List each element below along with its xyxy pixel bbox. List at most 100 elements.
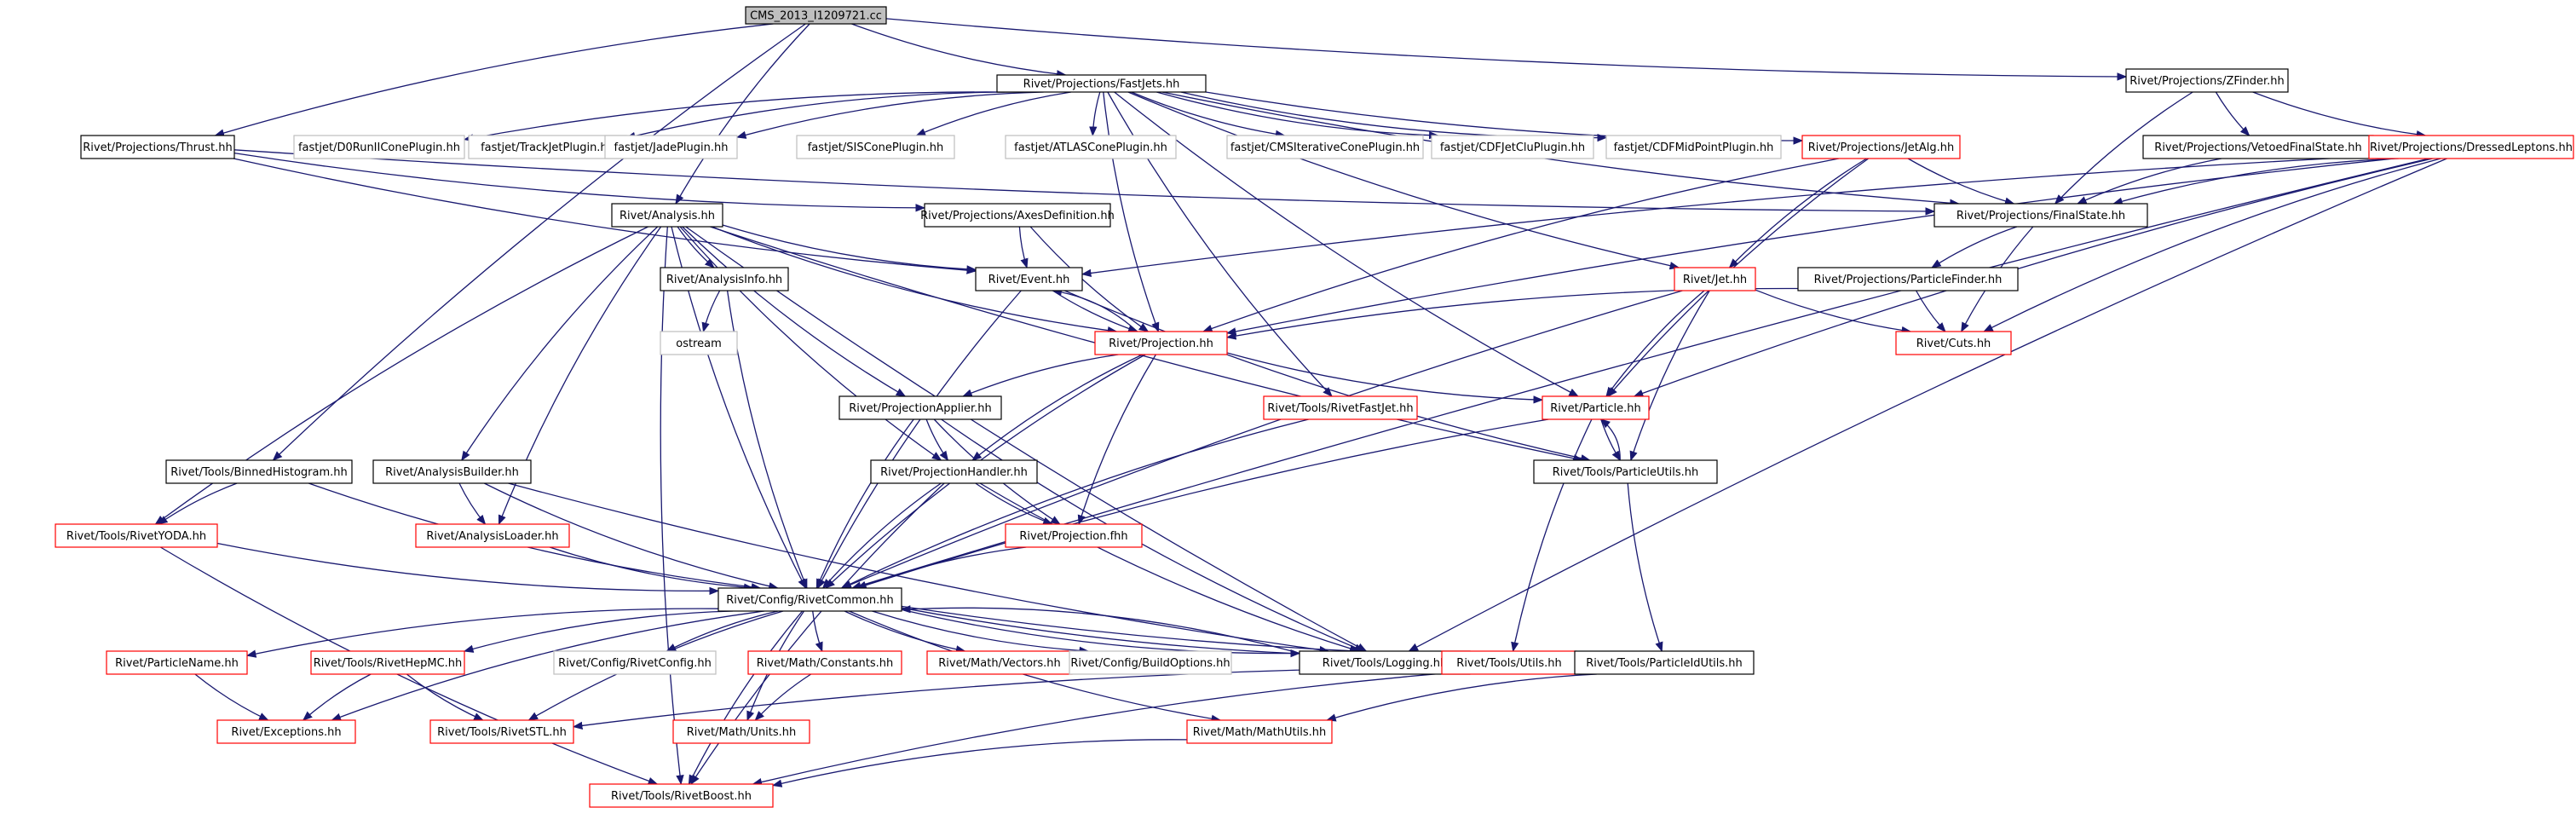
node-label-projfhh: Rivet/Projection.fhh	[1019, 530, 1127, 543]
node-particleutils[interactable]: Rivet/Tools/ParticleUtils.hh	[1533, 459, 1718, 484]
node-box-cuts	[1895, 331, 2012, 355]
edge-projapplier-to-projhandler	[925, 418, 949, 461]
node-rivetfastjet[interactable]: Rivet/Tools/RivetFastJet.hh	[1263, 395, 1418, 420]
edge-fastjets-to-d0run	[463, 91, 1005, 142]
node-box-ostream	[660, 331, 738, 355]
node-box-particlename	[106, 650, 248, 675]
node-axesdef[interactable]: Rivet/Projections/AxesDefinition.hh	[920, 203, 1115, 228]
edge-zfinder-to-dressed	[2252, 91, 2427, 139]
edge-rivetcommon-to-buildoptions	[872, 610, 1090, 655]
node-rivethepmc[interactable]: Rivet/Tools/RivetHepMC.hh	[310, 650, 465, 675]
node-box-analysisinfo	[660, 267, 789, 291]
edge-jetalg-to-jet	[1728, 158, 1867, 268]
edge-projection-to-projfhh	[1077, 354, 1156, 526]
node-cuts[interactable]: Rivet/Cuts.hh	[1895, 331, 2012, 355]
node-label-rivetyoda: Rivet/Tools/RivetYODA.hh	[66, 530, 206, 543]
edge-mathutils-to-rivetboost	[771, 739, 1188, 788]
edge-fastjets-to-cdfjetclu	[1156, 91, 1439, 140]
node-exceptions[interactable]: Rivet/Exceptions.hh	[216, 719, 356, 744]
node-analysisbuilder[interactable]: Rivet/AnalysisBuilder.hh	[372, 459, 532, 484]
node-vectors[interactable]: Rivet/Math/Vectors.hh	[926, 650, 1073, 675]
edge-rivetcommon-to-rivetconfig	[666, 610, 779, 652]
node-particleidutils[interactable]: Rivet/Tools/ParticleIdUtils.hh	[1574, 650, 1755, 675]
edge-rivetfastjet-to-rivetcommon	[840, 418, 1309, 589]
node-cdfmid: fastjet/CDFMidPointPlugin.hh	[1605, 135, 1782, 159]
node-label-cmsiter: fastjet/CMSIterativeConePlugin.hh	[1230, 141, 1420, 154]
node-projection[interactable]: Rivet/Projection.hh	[1094, 331, 1228, 355]
node-label-cdfjetclu: fastjet/CDFJetCluPlugin.hh	[1440, 141, 1585, 154]
node-fastjets[interactable]: Rivet/Projections/FastJets.hh	[996, 74, 1207, 93]
node-label-rivetfastjet: Rivet/Tools/RivetFastJet.hh	[1267, 402, 1413, 415]
node-zfinder[interactable]: Rivet/Projections/ZFinder.hh	[2125, 68, 2289, 93]
node-units[interactable]: Rivet/Math/Units.hh	[672, 719, 810, 744]
edge-particlefinder-to-projection	[1225, 287, 1799, 340]
node-finalstate[interactable]: Rivet/Projections/FinalState.hh	[1933, 203, 2148, 228]
edge-analysis-to-projapplier	[682, 226, 907, 397]
node-thrust[interactable]: Rivet/Projections/Thrust.hh	[80, 135, 235, 159]
node-label-event: Rivet/Event.hh	[988, 274, 1070, 286]
edge-thrust-to-axesdef	[233, 152, 926, 212]
node-root[interactable]: CMS_2013_I1209721.cc	[745, 6, 887, 25]
node-mathutils[interactable]: Rivet/Math/MathUtils.hh	[1186, 719, 1333, 744]
edge-rivetcommon-to-rivetboost	[688, 610, 804, 786]
node-ostream: ostream	[660, 331, 738, 355]
node-label-projapplier: Rivet/ProjectionApplier.hh	[849, 402, 991, 415]
edge-projfhh-to-rivetcommon	[856, 546, 1027, 589]
node-dressed[interactable]: Rivet/Projections/DressedLeptons.hh	[2368, 135, 2574, 159]
node-rivetcommon[interactable]: Rivet/Config/RivetCommon.hh	[717, 587, 902, 612]
edge-root-to-binnedhisto	[272, 23, 806, 461]
node-box-cdfjetclu	[1431, 135, 1594, 159]
node-jetalg[interactable]: Rivet/Projections/JetAlg.hh	[1801, 135, 1961, 159]
edge-binnedhisto-to-rivetcommon	[308, 482, 762, 591]
node-projhandler[interactable]: Rivet/ProjectionHandler.hh	[870, 459, 1038, 484]
node-rivetyoda[interactable]: Rivet/Tools/RivetYODA.hh	[55, 523, 218, 548]
node-cmsiter: fastjet/CMSIterativeConePlugin.hh	[1226, 135, 1424, 159]
edge-jetalg-to-finalstate	[1907, 158, 2015, 205]
edge-particlefinder-to-cuts	[1916, 290, 1946, 332]
node-vetoed[interactable]: Rivet/Projections/VetoedFinalState.hh	[2142, 135, 2374, 159]
node-label-analysisloader: Rivet/AnalysisLoader.hh	[426, 530, 558, 543]
edge-rivethepmc-to-exceptions	[302, 673, 372, 721]
node-rivetboost[interactable]: Rivet/Tools/RivetBoost.hh	[589, 783, 774, 808]
node-particle[interactable]: Rivet/Particle.hh	[1542, 395, 1650, 420]
edge-dressed-to-cuts	[1983, 158, 2441, 332]
node-box-rivetyoda	[55, 523, 218, 548]
node-box-rivetstl	[429, 719, 574, 744]
node-label-vectors: Rivet/Math/Vectors.hh	[938, 657, 1061, 670]
node-projapplier[interactable]: Rivet/ProjectionApplier.hh	[838, 395, 1002, 420]
edge-event-to-rivetcommon	[817, 290, 1022, 590]
edge-rivethepmc-to-rivetstl	[406, 673, 484, 721]
edge-jet-to-rivetcommon	[841, 290, 1683, 589]
node-analysis[interactable]: Rivet/Analysis.hh	[611, 203, 723, 228]
edge-constants-to-units	[754, 673, 812, 721]
node-label-root: CMS_2013_I1209721.cc	[750, 10, 882, 23]
node-event[interactable]: Rivet/Event.hh	[975, 267, 1083, 291]
node-utils[interactable]: Rivet/Tools/Utils.hh	[1441, 650, 1577, 675]
node-binnedhisto[interactable]: Rivet/Tools/BinnedHistogram.hh	[165, 459, 353, 484]
edge-fastjets-to-trackjet	[625, 91, 1028, 141]
node-box-axesdef	[924, 203, 1111, 228]
node-analysisloader[interactable]: Rivet/AnalysisLoader.hh	[415, 523, 570, 548]
node-label-particle: Rivet/Particle.hh	[1550, 402, 1640, 415]
node-box-root	[745, 6, 887, 25]
node-rivetstl[interactable]: Rivet/Tools/RivetSTL.hh	[429, 719, 574, 744]
edge-fastjets-to-projection	[1103, 91, 1160, 333]
node-analysisinfo[interactable]: Rivet/AnalysisInfo.hh	[660, 267, 789, 291]
node-box-atlascone	[1005, 135, 1177, 159]
node-label-rivethepmc: Rivet/Tools/RivetHepMC.hh	[314, 657, 463, 670]
node-particlefinder[interactable]: Rivet/Projections/ParticleFinder.hh	[1797, 267, 2019, 291]
edge-fastjets-to-jade	[735, 91, 1044, 139]
edge-dressed-to-finalstate	[2112, 158, 2399, 205]
node-box-projhandler	[870, 459, 1038, 484]
edge-rivetcommon-to-logging	[901, 609, 1301, 658]
node-particlename[interactable]: Rivet/ParticleName.hh	[106, 650, 248, 675]
edge-analysis-to-rivetboost	[660, 226, 684, 786]
node-jet[interactable]: Rivet/Jet.hh	[1674, 267, 1756, 291]
node-projfhh[interactable]: Rivet/Projection.fhh	[1005, 523, 1143, 548]
node-box-projfhh	[1005, 523, 1143, 548]
edge-jetalg-to-projection	[1202, 158, 1840, 332]
edge-rivetcommon-to-constants	[812, 610, 823, 653]
node-constants[interactable]: Rivet/Math/Constants.hh	[747, 650, 902, 675]
node-box-buildoptions	[1069, 650, 1232, 675]
node-box-constants	[747, 650, 902, 675]
